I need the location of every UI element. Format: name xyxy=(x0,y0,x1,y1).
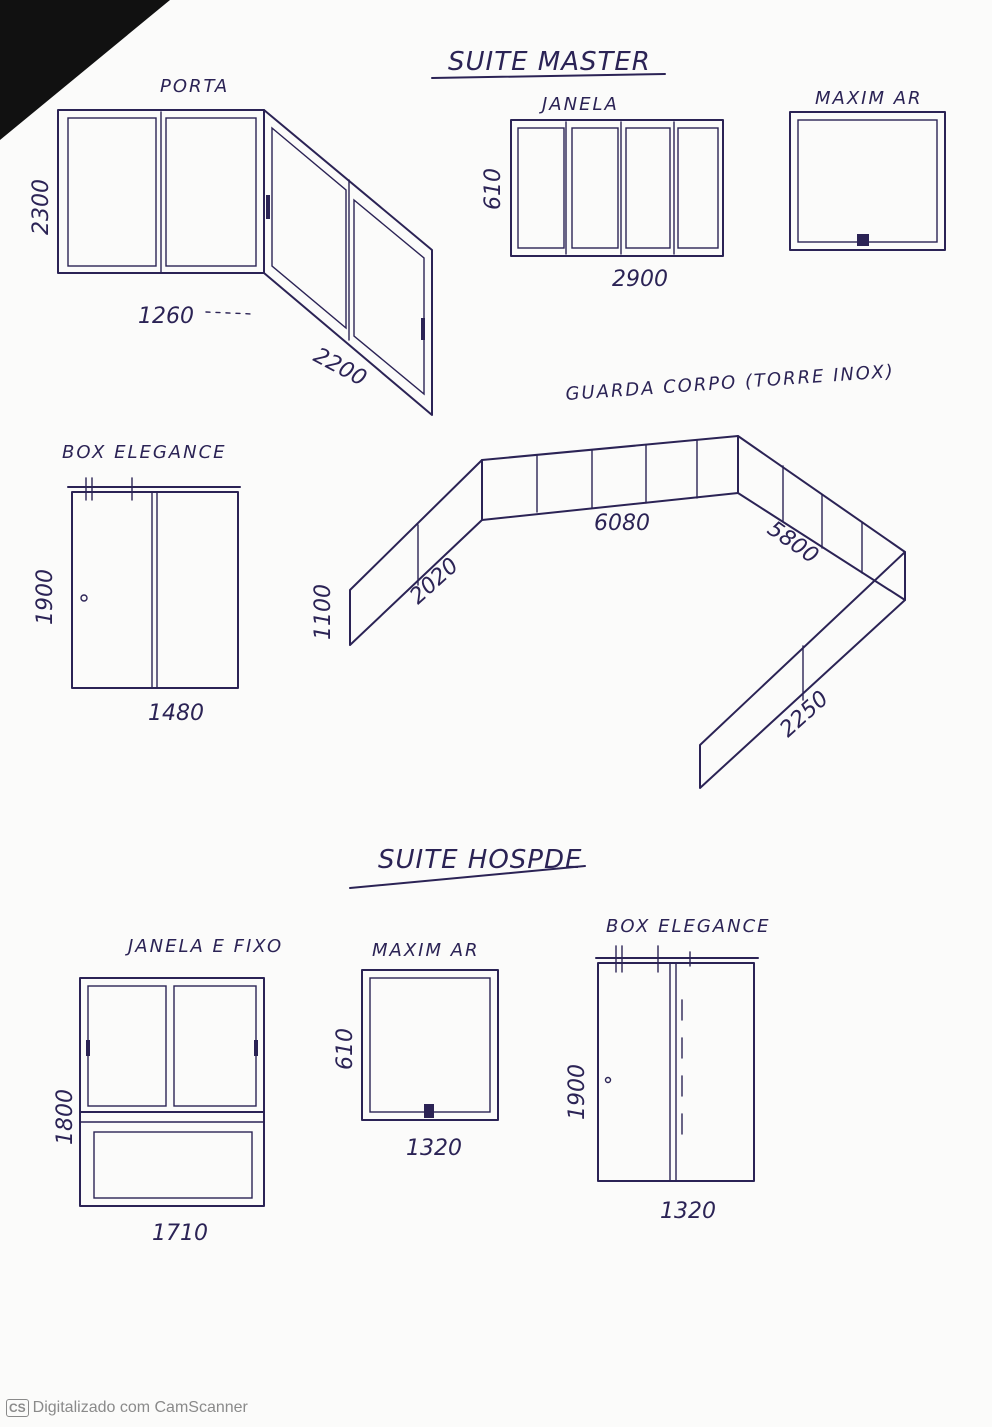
box-master-label: BOX ELEGANCE xyxy=(62,442,227,463)
maxim-ar-hospde-width: 1320 xyxy=(406,1136,462,1161)
janela-fixo-height: 1800 xyxy=(53,1089,78,1145)
janela-width: 2900 xyxy=(612,267,668,292)
janela-fixo-label: JANELA E FIXO xyxy=(125,936,283,957)
guarda-corpo-segment-3: 5800 xyxy=(763,516,823,569)
camscanner-text: Digitalizado com CamScanner xyxy=(32,1399,248,1416)
porta-drawing: PORTA 2300 1260 2200 xyxy=(29,76,433,416)
box-hospde-height: 1900 xyxy=(565,1064,590,1120)
box-master-width: 1480 xyxy=(148,701,204,726)
maxim-ar-hospde-drawing: MAXIM AR 610 1320 xyxy=(333,940,499,1161)
box-master-height: 1900 xyxy=(33,569,58,625)
camscanner-logo: CS xyxy=(6,1399,29,1417)
maxim-ar-master-drawing: MAXIM AR xyxy=(789,88,946,251)
porta-width: 1260 xyxy=(138,304,194,329)
box-master-drawing: BOX ELEGANCE 1900 1480 xyxy=(33,442,241,726)
suite-hospde-underline xyxy=(349,865,586,889)
guarda-corpo-segment-4: 2250 xyxy=(775,686,833,742)
janela-drawing: JANELA 610 2900 xyxy=(481,94,724,292)
maxim-ar-hospde-label: MAXIM AR xyxy=(372,940,480,961)
maxim-ar-hospde-height: 610 xyxy=(333,1028,358,1070)
guarda-corpo-segment-2: 6080 xyxy=(594,511,650,536)
suite-master-underline xyxy=(431,73,666,79)
guarda-corpo-height: 1100 xyxy=(311,584,336,640)
porta-height: 2300 xyxy=(29,179,54,235)
camscanner-footer: CS Digitalizado com CamScanner xyxy=(6,1399,248,1417)
guarda-corpo-drawing: GUARDA CORPO (TORRE INOX) 1100 2020 6080… xyxy=(311,361,906,789)
box-hospde-drawing: BOX ELEGANCE 1900 1320 xyxy=(565,916,771,1224)
scan-corner-shadow xyxy=(0,0,170,140)
janela-fixo-width: 1710 xyxy=(152,1221,208,1246)
box-hospde-label: BOX ELEGANCE xyxy=(606,916,771,937)
janela-label: JANELA xyxy=(539,94,619,115)
porta-width-angled: 2200 xyxy=(309,343,370,391)
maxim-ar-master-label: MAXIM AR xyxy=(815,88,923,109)
suite-master-title: SUITE MASTER xyxy=(448,47,651,77)
janela-height: 610 xyxy=(481,168,506,210)
porta-label: PORTA xyxy=(160,76,229,97)
guarda-corpo-segment-1: 2020 xyxy=(405,553,463,609)
box-hospde-width: 1320 xyxy=(660,1199,716,1224)
guarda-corpo-label: GUARDA CORPO (TORRE INOX) xyxy=(565,361,896,405)
janela-fixo-drawing: JANELA E FIXO 1800 1710 xyxy=(53,936,283,1246)
suite-hospde-title: SUITE HOSPDE xyxy=(378,845,582,875)
